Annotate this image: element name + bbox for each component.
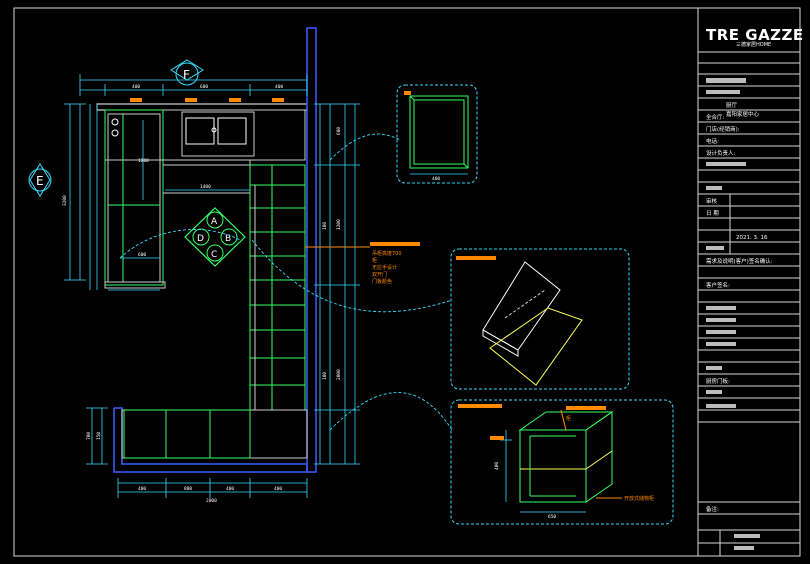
dim-left-total: 3200 — [62, 195, 68, 206]
dim-inner-width: 1400 — [200, 184, 211, 190]
tb-store: 嘉阳家居中心 — [726, 110, 760, 118]
tb-phone: 电话: — [706, 137, 719, 145]
dim-bottom-total: 2000 — [206, 498, 217, 504]
marker-c: C — [211, 250, 217, 260]
elevation-marker-f[interactable]: F — [170, 59, 204, 86]
detail1-width: 400 — [432, 176, 440, 182]
detail3-note2: 开放式储物柜 — [624, 495, 654, 502]
tb-room: 厨厅 — [726, 102, 738, 109]
marker-a: A — [211, 217, 218, 227]
tb-designer: 设计负责人: — [706, 149, 736, 157]
dim-bottom-3: 400 — [226, 486, 234, 492]
title-block — [697, 8, 800, 556]
marker-b: B — [225, 234, 231, 244]
dim-inner-v: 1200 — [138, 158, 149, 164]
dim-inner-depth: 600 — [138, 252, 146, 258]
detail3-width: 650 — [548, 514, 556, 520]
annot-1: 吊柜高度700 — [372, 250, 402, 257]
dim-top-1: 400 — [132, 84, 140, 90]
dim-top-3: 400 — [275, 84, 283, 90]
marker-d: D — [197, 234, 204, 244]
dim-bottom-4: 400 — [274, 486, 282, 492]
tb-review: 审核 — [706, 197, 718, 205]
brand-logo: TRE GAZZE — [706, 26, 804, 44]
detail3-note: 柜 — [566, 415, 571, 422]
dim-bottom-2: 800 — [184, 486, 192, 492]
section-marker-abcd[interactable]: A B C D — [184, 207, 246, 267]
dim-lower-1: 700 — [86, 432, 92, 440]
sink — [181, 111, 255, 157]
drawing-frame — [13, 7, 801, 557]
detail-2 — [450, 248, 630, 390]
wall-right — [306, 27, 317, 473]
tb-note: 需求及说明(客户)签名确认: — [706, 257, 773, 265]
dim-top-2: 600 — [200, 84, 208, 90]
detail-1: 400 — [396, 84, 478, 184]
tb-date-label: 日 期 — [706, 210, 719, 217]
elev-f-label: F — [183, 68, 190, 82]
dim-right-3: 1200 — [336, 219, 342, 230]
tb-plan: 厨房门板: — [706, 377, 730, 385]
dim-bottom-1: 400 — [138, 486, 146, 492]
tb-date: 2021. 3. 16 — [736, 235, 768, 241]
annot-2: 柜 — [372, 257, 377, 264]
brand-subtitle: 三德家居HOME — [736, 41, 771, 48]
wall-bottom — [113, 407, 308, 473]
annot-3: 无拉手设计 — [372, 264, 397, 271]
dim-right-4: 100 — [322, 372, 328, 380]
detail3-height: 400 — [494, 462, 500, 470]
elevation-marker-e[interactable]: E — [28, 163, 52, 197]
annot-5: 门板颜色 — [372, 278, 392, 285]
dim-right-1: 600 — [336, 127, 342, 135]
tb-owner: 门店(经销商): — [706, 125, 740, 133]
tb-company: 全合厅: — [706, 113, 725, 121]
elev-e-label: E — [36, 174, 44, 188]
dim-lower-2: 150 — [96, 432, 102, 440]
dim-right-5: 2000 — [336, 369, 342, 380]
detail-3: 柜 开放式储物柜 650 400 — [450, 399, 674, 525]
tb-stamp: 备注: — [706, 505, 719, 513]
tb-sign: 客户签名: — [706, 281, 730, 289]
dim-right-2: 100 — [322, 222, 328, 230]
annot-4: 双开门 — [372, 271, 387, 278]
floor-plan: 400 600 400 1400 1200 600 400 800 400 40… — [28, 27, 453, 504]
